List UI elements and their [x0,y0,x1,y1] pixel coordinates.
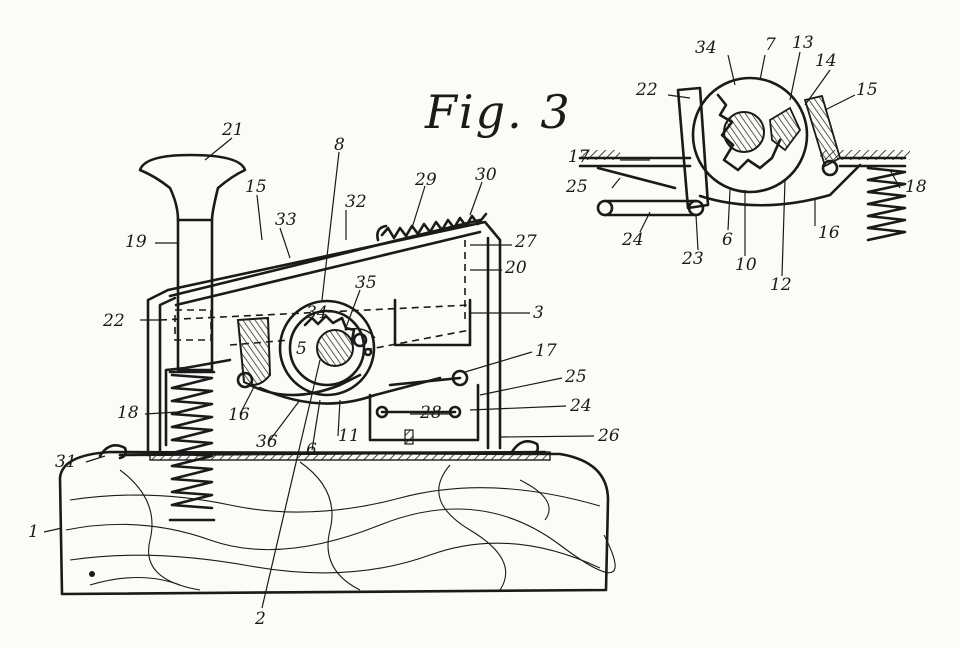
detail-label-22: 22 [635,80,658,100]
detail-label-25: 25 [565,177,588,197]
detail-label-18: 18 [905,177,927,197]
detail-label-34: 34 [695,38,717,58]
label-15: 15 [245,177,267,197]
label-30: 30 [475,165,497,185]
detail-label-15: 15 [856,80,878,100]
plunger-knob [138,153,247,372]
label-32: 32 [345,192,367,212]
label-27: 27 [514,232,537,252]
label-29: 29 [414,170,437,190]
detail-label-23: 23 [681,249,704,269]
detail-label-6: 6 [722,230,733,250]
label-33: 33 [275,210,297,230]
label-21: 21 [221,120,244,140]
label-26: 26 [597,426,620,446]
label-1: 1 [28,522,39,542]
label-19: 19 [125,232,147,252]
label-3: 3 [533,303,544,323]
label-36: 36 [256,432,278,452]
label-22: 22 [102,311,125,331]
detail-label-14: 14 [815,51,837,71]
label-6: 6 [306,440,317,460]
label-18: 18 [117,403,139,423]
detail-label-7: 7 [765,35,776,55]
detail-leaders [611,51,901,277]
detail-label-12: 12 [770,275,792,295]
label-11: 11 [338,426,360,446]
label-34: 34 [306,303,328,323]
detail-label-10: 10 [735,255,757,275]
label-2: 2 [254,609,266,629]
label-25: 25 [564,367,587,387]
ratchet-wheel [278,299,376,397]
detail-label-17: 17 [568,147,590,167]
figure-title: Fig. 3 [424,85,572,139]
main-leaders [43,137,595,609]
main-labels: 21 8 15 33 32 29 30 19 27 20 22 3 35 34 … [28,120,620,629]
label-5: 5 [296,339,307,359]
cord-and-links [258,369,469,419]
label-17: 17 [535,341,557,361]
detail-labels: 34 7 13 14 22 15 17 18 25 24 6 23 10 12 … [565,33,927,295]
label-28: 28 [419,403,442,423]
label-20: 20 [504,258,527,278]
label-8: 8 [334,135,345,155]
label-31: 31 [55,452,77,472]
detail-mechanism [578,76,910,242]
wooden-base [58,450,616,596]
detail-label-16: 16 [818,223,840,243]
label-16: 16 [228,405,250,425]
spring-18 [168,370,216,522]
detail-label-13: 13 [792,33,814,53]
detail-label-24: 24 [621,230,644,250]
label-24: 24 [569,396,592,416]
coil-spring-29 [376,212,488,242]
label-35: 35 [355,273,377,293]
